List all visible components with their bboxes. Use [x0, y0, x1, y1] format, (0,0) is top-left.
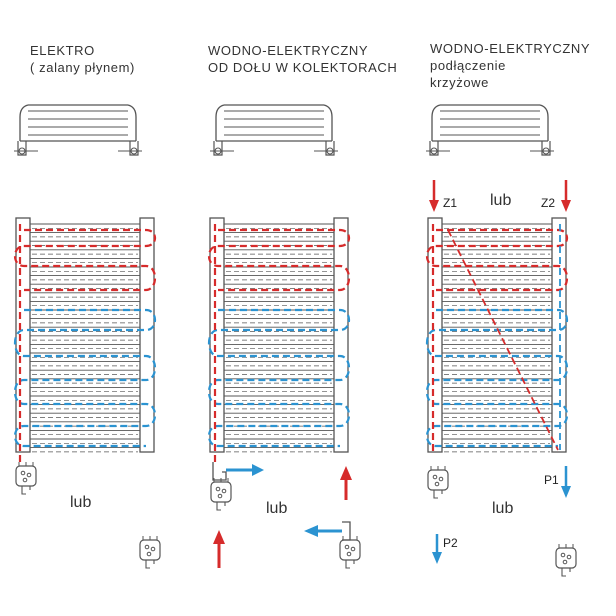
heater-element-icon	[339, 535, 361, 569]
arrow-up-red-icon	[340, 466, 352, 500]
valve-connector-left	[212, 462, 264, 481]
heater-element-icon	[210, 477, 232, 511]
p2-label: P2	[443, 536, 458, 550]
title-line: krzyżowe	[430, 75, 489, 90]
arrow-down-blue-icon	[432, 534, 442, 564]
title-wodno-elektryczny-krzyzowe: WODNO-ELEKTRYCZNY podłączenie krzyżowe	[430, 40, 590, 91]
lub-label: lub	[492, 500, 514, 517]
heater-element-icon	[139, 535, 161, 569]
arrow-down-red-icon	[429, 180, 439, 212]
title-line: ( zalany płynem)	[30, 60, 135, 75]
lub-label: lub	[70, 494, 92, 511]
radiator-front-view	[207, 217, 351, 462]
title-line: podłączenie	[430, 58, 506, 73]
title-line: WODNO-ELEKTRYCZNY	[430, 41, 591, 56]
radiator-front-view	[425, 217, 569, 453]
heater-element-icon	[427, 465, 449, 499]
top-view-radiator	[13, 104, 143, 156]
valve-connector-right	[304, 521, 351, 541]
p1-label: P1	[544, 473, 559, 487]
lub-label: lub	[266, 500, 288, 517]
title-line: OD DOŁU W KOLEKTORACH	[208, 60, 398, 75]
arrow-up-red-icon	[213, 530, 225, 568]
heater-element-icon	[15, 461, 37, 495]
title-line: WODNO-ELEKTRYCZNY	[208, 43, 369, 58]
title-elektro: ELEKTRO ( zalany płynem)	[30, 42, 135, 76]
z1-label: Z1	[443, 196, 458, 210]
title-line: ELEKTRO	[30, 43, 95, 58]
top-view-radiator	[209, 104, 339, 156]
top-view-radiator	[425, 104, 555, 156]
radiator-front-view	[13, 217, 157, 462]
title-wodno-elektryczny-dol: WODNO-ELEKTRYCZNY OD DOŁU W KOLEKTORACH	[208, 42, 397, 76]
arrow-down-blue-icon	[561, 466, 571, 498]
heater-element-icon	[555, 543, 577, 577]
lub-label-top: lub	[490, 192, 512, 209]
z2-label: Z2	[541, 196, 556, 210]
arrow-down-red-icon	[561, 180, 571, 212]
